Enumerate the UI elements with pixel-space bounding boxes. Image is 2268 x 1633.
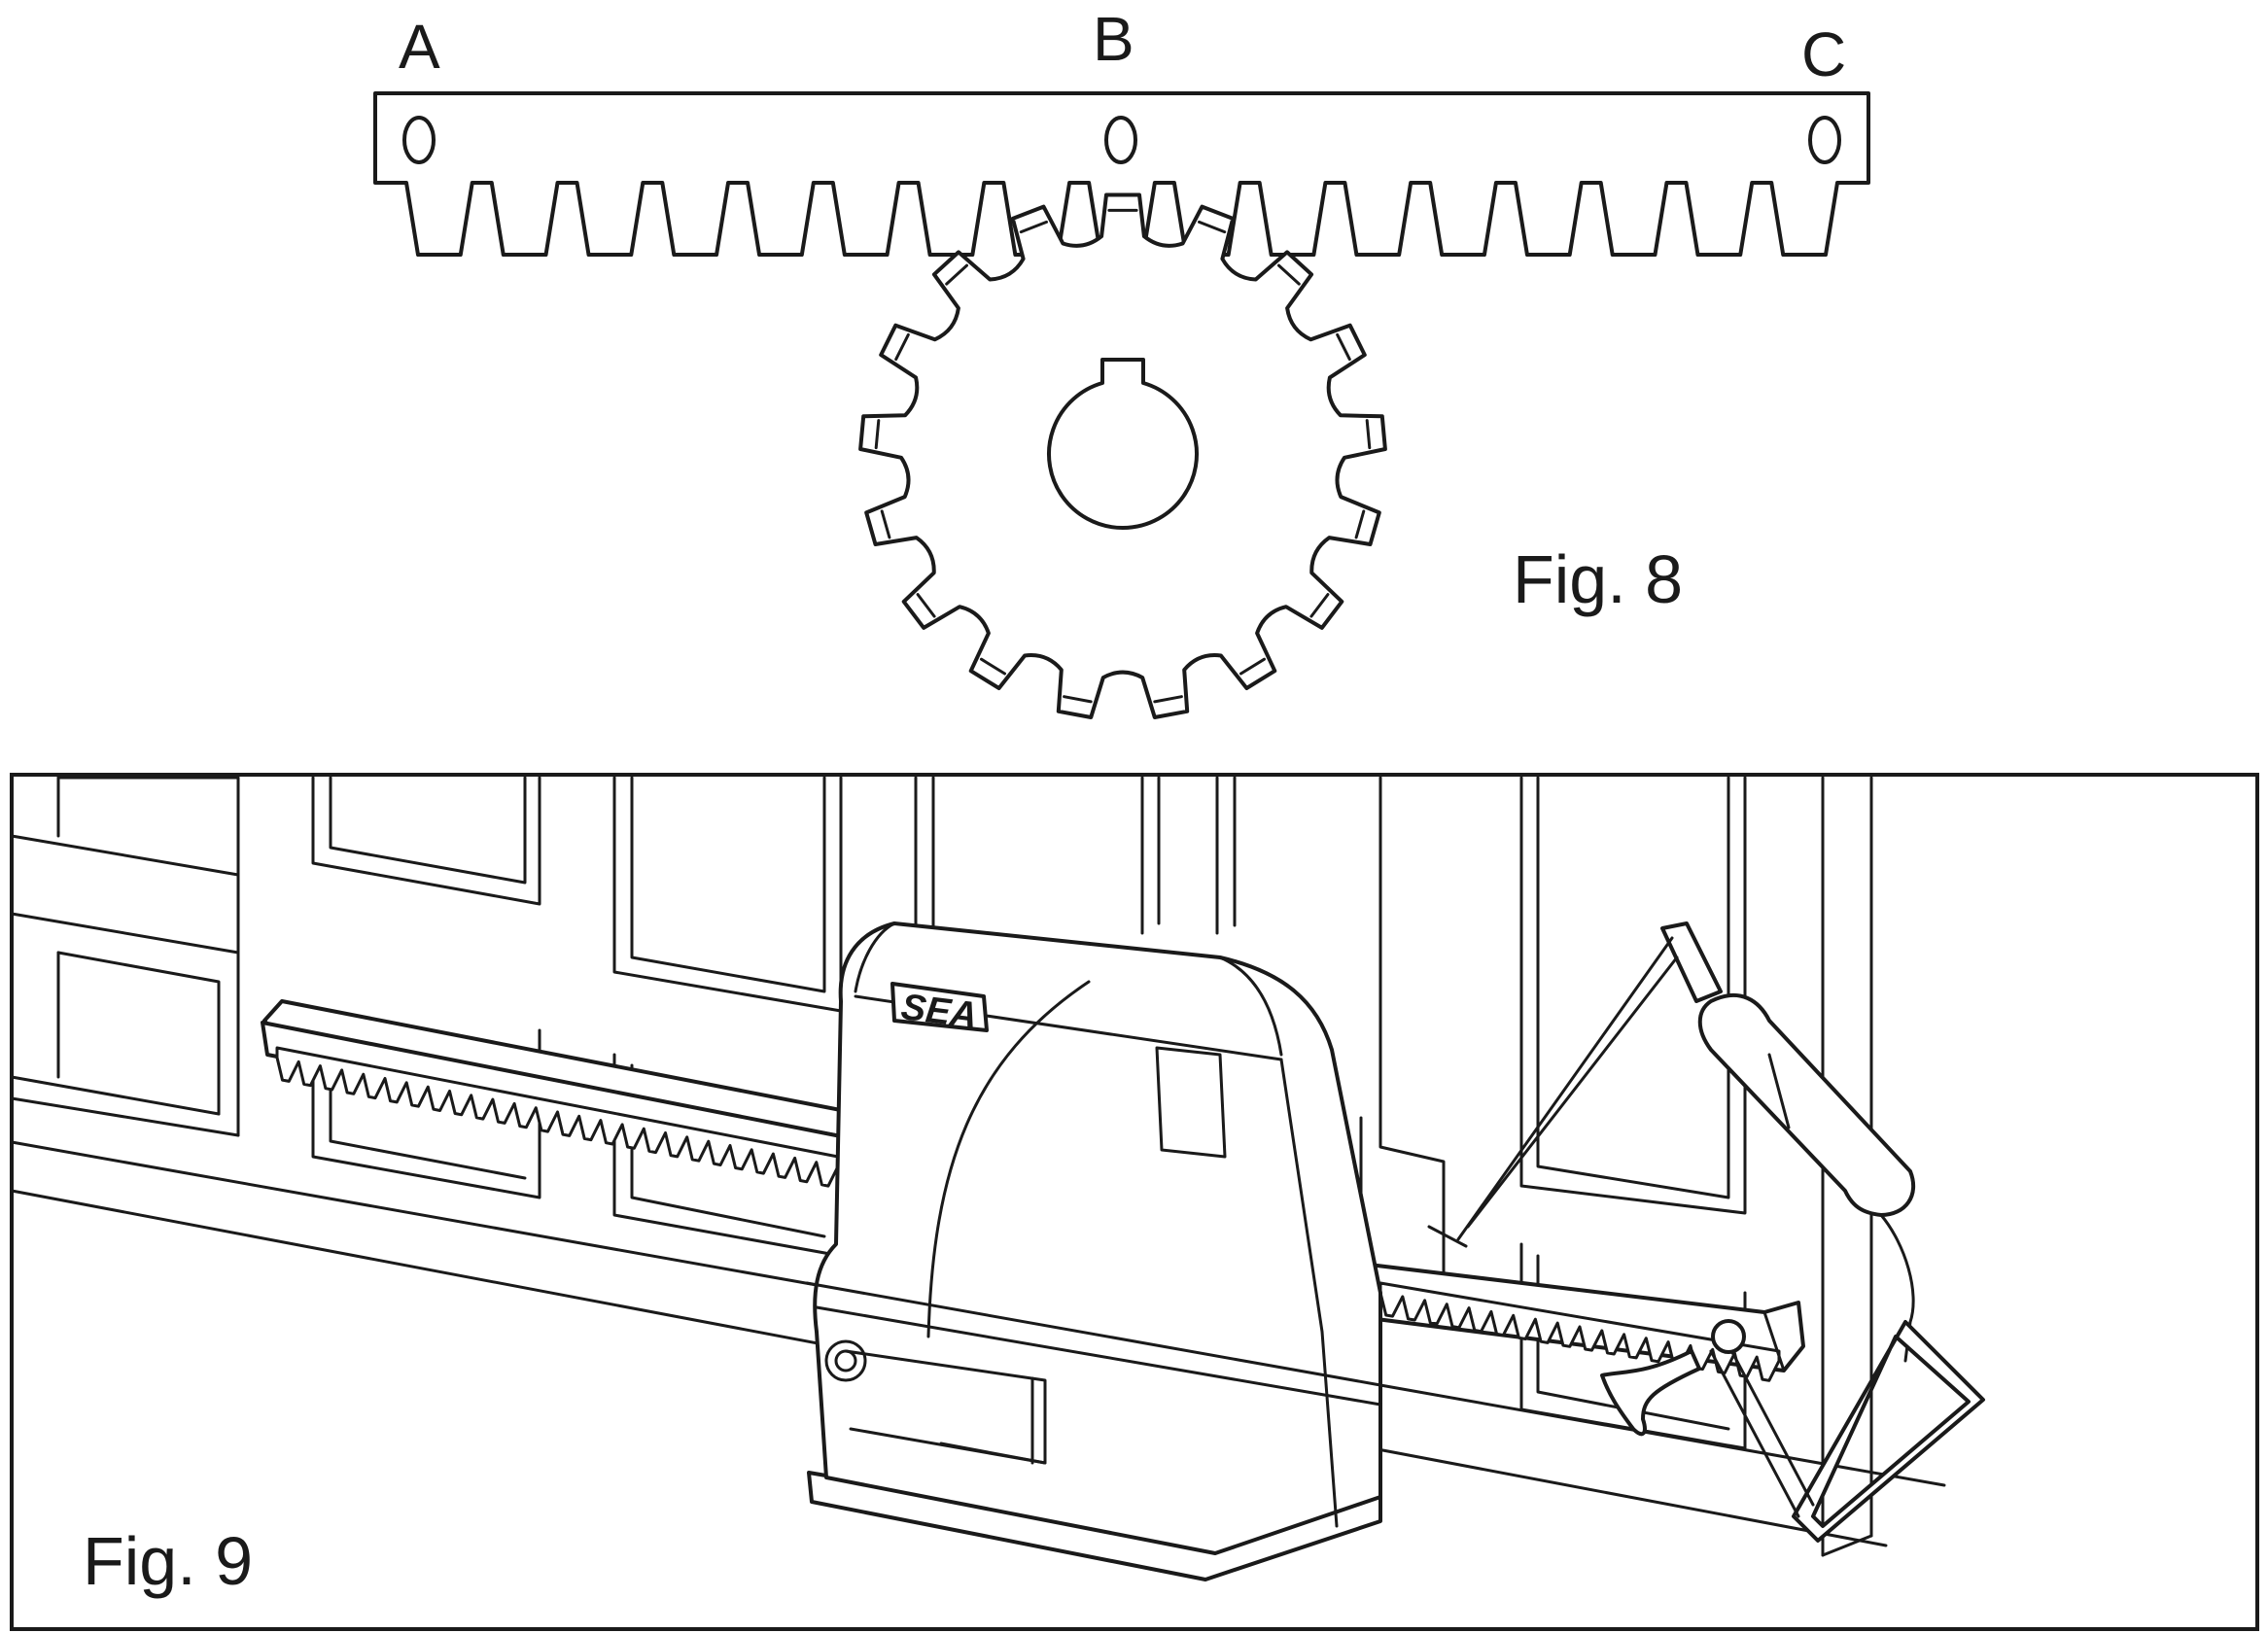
rack-label-c: C [1801,19,1846,89]
rack-hole-a [402,116,436,164]
rack-label-b: B [1093,4,1134,74]
pinion-tooth-tip [1198,220,1227,234]
pinion-tooth-tip [880,509,891,539]
pinion-tooth-tip [874,419,881,450]
pinion-gear-outline [858,192,1387,719]
pinion-tooth-tip [1019,220,1048,234]
gate-frame-icon [10,776,1946,1557]
pinion-tooth-tip [980,657,1006,676]
pull-cord-icon [1427,936,1679,1248]
rack-hole-c [1808,116,1841,164]
pinion-tooth-tip [1277,263,1301,286]
motor-logo-text: SEA [899,987,980,1036]
pinion-tooth-tip [1063,695,1093,704]
fig8-caption: Fig. 8 [1513,541,1683,617]
fig9-installation-illustration: SEA Fig. 9 [10,773,2259,1631]
pinion-tooth-tip [1309,593,1330,618]
pinion-tooth-tips [874,208,1372,704]
fig9-caption: Fig. 9 [83,1523,253,1599]
rack-label-a: A [399,12,440,82]
fig8-rack-pinion-diagram: A B C Fig. 8 [373,4,1870,719]
pinion-tooth-tip [1354,509,1366,539]
gate-motor-icon [805,921,1382,1581]
keyed-bore-icon [1047,358,1199,531]
pinion-tooth-tip [1239,657,1266,676]
pinion-tooth-tip [916,593,936,618]
pinion-tooth-tip [1365,419,1372,450]
release-key-icon [1600,1319,1746,1437]
gear-rack-icon [261,999,1805,1382]
pinion-tooth-tip [1336,332,1351,362]
pinion-tooth-tip [945,263,968,286]
rack-hole-b [1104,116,1137,164]
motor-logo-badge: SEA [890,982,989,1036]
pinion-tooth-tip [894,332,910,362]
release-lever-icon [1660,921,1985,1543]
pinion-tooth-tip [1153,695,1183,704]
